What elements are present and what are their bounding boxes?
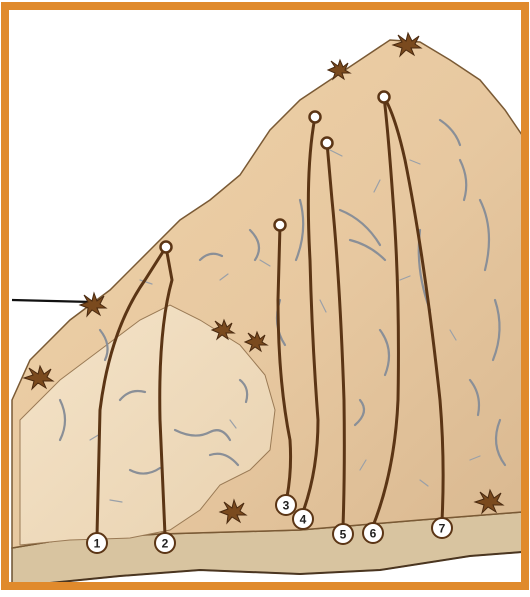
anchor-ring bbox=[322, 138, 333, 149]
route-marker-1: 1 bbox=[87, 533, 107, 553]
route-marker-3: 3 bbox=[276, 495, 296, 515]
route-number: 2 bbox=[162, 537, 169, 551]
route-number: 5 bbox=[340, 528, 347, 542]
route-number: 4 bbox=[300, 513, 307, 527]
anchor-ring bbox=[310, 112, 321, 123]
route-marker-7: 7 bbox=[432, 518, 452, 538]
route-number: 1 bbox=[94, 537, 101, 551]
route-marker-2: 2 bbox=[155, 533, 175, 553]
anchor-ring bbox=[161, 242, 172, 253]
route-number: 6 bbox=[370, 527, 377, 541]
route-number: 3 bbox=[283, 499, 290, 513]
route-marker-4: 4 bbox=[293, 509, 313, 529]
anchor-ring bbox=[275, 220, 286, 231]
anchor-ring bbox=[379, 92, 390, 103]
route-marker-5: 5 bbox=[333, 524, 353, 544]
route-number: 7 bbox=[439, 522, 446, 536]
route-marker-6: 6 bbox=[363, 523, 383, 543]
